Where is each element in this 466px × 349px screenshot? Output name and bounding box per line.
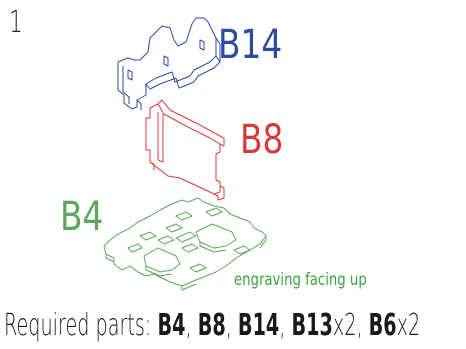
required-qty: x2: [332, 308, 357, 343]
part-b8-drawing: [145, 99, 225, 201]
required-sep: ,: [225, 308, 238, 343]
step-number: 1: [9, 5, 23, 40]
required-part: B13: [291, 308, 333, 343]
required-part: B4: [157, 308, 186, 343]
part-b4-drawing: [103, 197, 267, 291]
required-parts-line: Required parts: B4, B8, B14, B13x2, B6x2: [4, 311, 420, 341]
required-part: B8: [197, 308, 226, 343]
required-part: B14: [237, 308, 280, 343]
engraving-note: engraving facing up: [234, 270, 367, 290]
required-sep: ,: [185, 308, 198, 343]
part-label-b14: B14: [218, 22, 283, 68]
required-parts-prefix: Required parts:: [4, 308, 158, 343]
required-sep: ,: [279, 308, 292, 343]
part-label-b4: B4: [60, 194, 104, 240]
part-b14-drawing: [117, 17, 221, 110]
required-sep: ,: [356, 308, 369, 343]
required-qty: x2: [396, 308, 421, 343]
part-label-b8: B8: [240, 117, 284, 163]
required-part: B6: [368, 308, 397, 343]
